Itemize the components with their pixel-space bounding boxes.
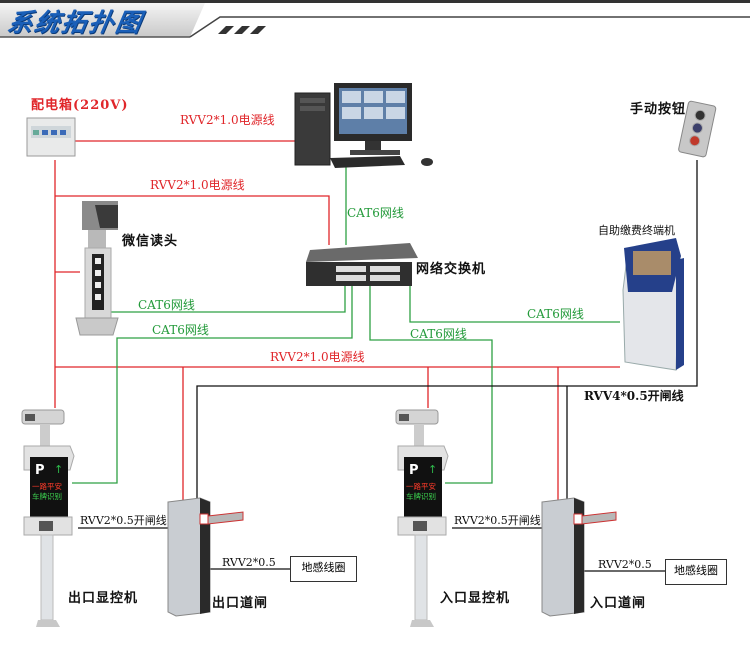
entry-display-controller-icon: P ↑ 一路平安 车牌识别 [395, 409, 449, 627]
network-switch-icon [306, 243, 418, 286]
power-box-icon [26, 117, 76, 157]
cable-label-power-bus: RVV2*1.0电源线 [270, 350, 365, 364]
entry-barrier-label: 入口道闸 [590, 596, 647, 611]
network-switch-label: 网络交换机 [416, 262, 487, 277]
net-line-switch-wechat [108, 285, 346, 313]
cable-label-entry-loop: RVV2*0.5 [598, 558, 652, 571]
entry-display-controller-label: 入口显控机 [440, 591, 511, 606]
manual-button-icon [678, 100, 717, 158]
cable-label-switch-terminal: CAT6网线 [527, 307, 584, 321]
cable-label-power-switch: RVV2*1.0电源线 [150, 178, 245, 192]
power-line-to-switch [55, 195, 330, 245]
entry-barrier-icon [541, 497, 617, 617]
exit-barrier-label: 出口道闸 [212, 596, 269, 611]
exit-ground-loop-box: 地感线圈 [290, 556, 357, 582]
cable-label-switch-entry-cam: CAT6网线 [410, 327, 467, 341]
cable-label-power-computer: RVV2*1.0电源线 [180, 113, 275, 127]
computer-icon [294, 83, 433, 168]
cable-label-computer-switch: CAT6网线 [347, 206, 404, 220]
cable-label-switch-wechat: CAT6网线 [138, 298, 195, 312]
display-line-1: 一路平安 [406, 481, 436, 491]
self-pay-terminal-icon [622, 238, 684, 371]
parking-symbol: P [35, 463, 45, 478]
header-decoration [0, 0, 750, 38]
cable-label-manual-gate: RVV4*0.5开闸线 [584, 389, 684, 403]
exit-display-controller-icon: P ↑ 一路平安 车牌识别 [21, 409, 75, 627]
header-banner: 系统拓扑图 [0, 0, 750, 40]
cable-label-exit-gate: RVV2*0.5开闸线 [80, 514, 167, 527]
display-line-2: 车牌识别 [406, 491, 436, 501]
exit-display-controller-label: 出口显控机 [68, 591, 139, 606]
exit-barrier-icon [167, 497, 244, 617]
net-line-switch-exit-cam [72, 285, 353, 484]
display-line-1: 一路平安 [32, 481, 62, 491]
svg-text:↑: ↑ [428, 463, 437, 476]
entry-ground-loop-box: 地感线圈 [665, 559, 727, 585]
net-line-switch-entry-cam [369, 285, 493, 484]
self-pay-terminal-label: 自助缴费终端机 [598, 224, 675, 237]
wechat-reader-icon [75, 201, 119, 336]
wechat-reader-label: 微信读头 [122, 234, 179, 249]
svg-text:↑: ↑ [54, 463, 63, 476]
cable-label-entry-gate: RVV2*0.5开闸线 [454, 514, 541, 527]
cable-label-exit-loop: RVV2*0.5 [222, 556, 276, 569]
cable-label-switch-exit-cam: CAT6网线 [152, 323, 209, 337]
manual-button-line [196, 160, 698, 500]
power-box-label: 配电箱(220V) [31, 98, 129, 113]
net-line-switch-terminal [409, 285, 620, 323]
manual-button-label: 手动按钮 [630, 102, 687, 117]
display-line-2: 车牌识别 [32, 491, 62, 501]
parking-symbol: P [409, 463, 419, 478]
